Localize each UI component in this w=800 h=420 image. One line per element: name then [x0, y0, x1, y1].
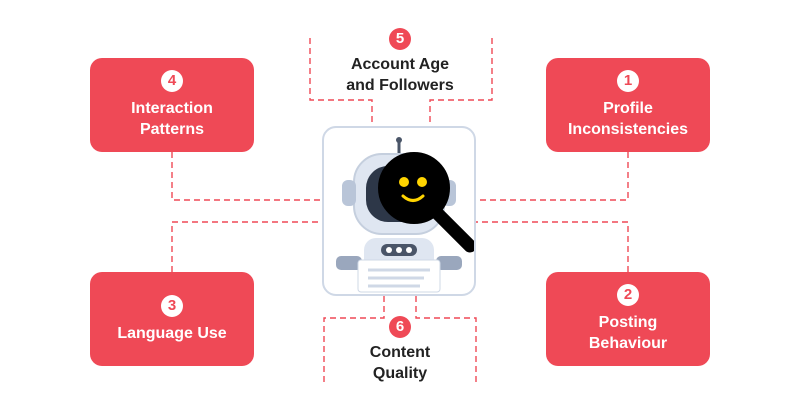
node-profile-inconsistencies: 1 Profile Inconsistencies [546, 58, 710, 152]
node-number: 4 [161, 70, 183, 92]
robot-frame [322, 126, 477, 296]
node-number: 1 [617, 70, 639, 92]
node-label: Profile Inconsistencies [567, 100, 689, 138]
node-interaction-patterns: 4 Interaction Patterns [90, 58, 254, 152]
node-account-age-followers: 5 Account Age and Followers [320, 28, 480, 96]
node-number: 6 [389, 316, 411, 338]
node-label: Content Quality [369, 344, 431, 382]
node-label: Interaction Patterns [131, 100, 213, 138]
node-number: 2 [617, 284, 639, 306]
node-number: 5 [389, 28, 411, 50]
node-posting-behaviour: 2 Posting Behaviour [546, 272, 710, 366]
node-language-use: 3 Language Use [90, 272, 254, 366]
node-number: 3 [161, 294, 183, 317]
node-label: Language Use [117, 324, 227, 342]
node-label: Account Age and Followers [346, 56, 454, 94]
robot-with-magnifier-icon [336, 137, 477, 293]
node-content-quality: 6 Content Quality [330, 316, 470, 384]
node-label: Posting Behaviour [588, 314, 668, 352]
